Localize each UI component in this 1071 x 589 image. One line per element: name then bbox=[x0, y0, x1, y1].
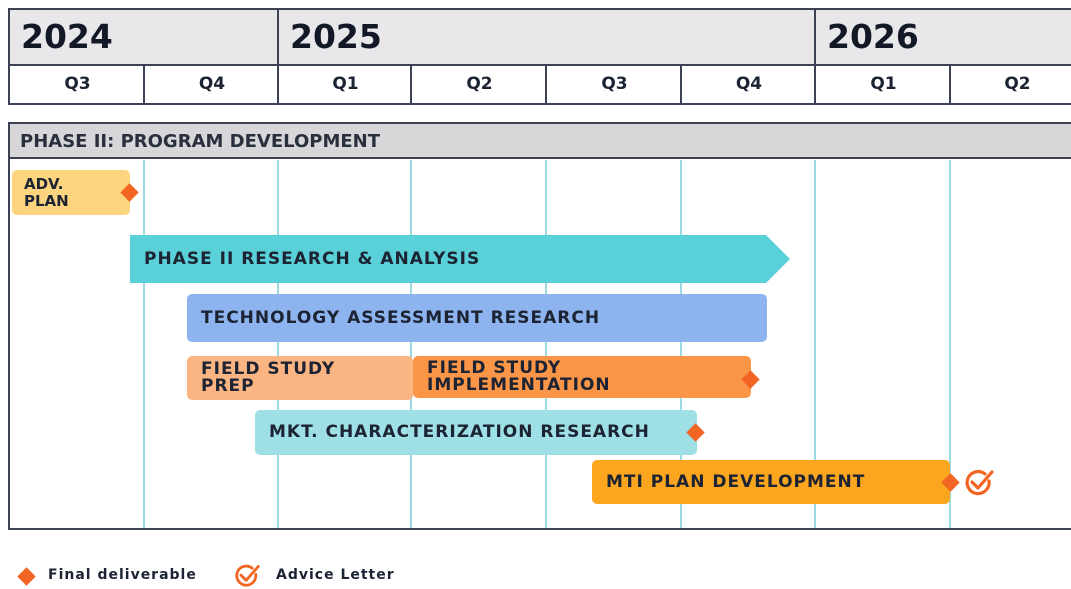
task-label-phase-ii-research: PHASE II RESEARCH & ANALYSIS bbox=[144, 248, 481, 269]
phase-panel bbox=[8, 122, 1071, 530]
task-bar-technology-assessment: TECHNOLOGY ASSESSMENT RESEARCH bbox=[187, 294, 767, 342]
quarter-label: Q1 bbox=[277, 66, 412, 105]
gridline bbox=[410, 160, 412, 528]
legend-final-deliverable: Final deliverable bbox=[48, 567, 197, 583]
year-2026: 2026 bbox=[814, 8, 1071, 66]
legend-advice-letter: Advice Letter bbox=[276, 567, 395, 583]
quarter-label: Q2 bbox=[949, 66, 1071, 105]
gridline bbox=[949, 160, 951, 528]
phase-title: PHASE II: PROGRAM DEVELOPMENT bbox=[10, 124, 1071, 159]
year-2024: 2024 bbox=[8, 8, 279, 66]
final-deliverable-legend-icon bbox=[17, 567, 36, 586]
quarter-label: Q3 bbox=[8, 66, 145, 105]
quarter-label: Q1 bbox=[814, 66, 951, 105]
task-bar-mkt-characterization: MKT. CHARACTERIZATION RESEARCH bbox=[255, 410, 697, 455]
gridline bbox=[277, 160, 279, 528]
task-bar-adv-plan: ADV. PLAN bbox=[12, 170, 130, 215]
advice-letter-legend-icon bbox=[235, 564, 260, 587]
gridline bbox=[814, 160, 816, 528]
task-bar-field-study-prep: FIELD STUDY PREP bbox=[187, 356, 413, 400]
task-bar-mti-plan-development: MTI PLAN DEVELOPMENT bbox=[592, 460, 950, 504]
quarter-label: Q3 bbox=[545, 66, 682, 105]
task-bar-field-study-implementation: FIELD STUDY IMPLEMENTATION bbox=[413, 356, 751, 398]
quarter-label: Q4 bbox=[680, 66, 816, 105]
gridline bbox=[680, 160, 682, 528]
task-bar-phase-ii-research bbox=[130, 235, 790, 283]
year-2025: 2025 bbox=[277, 8, 816, 66]
quarter-label: Q2 bbox=[410, 66, 547, 105]
quarter-label: Q4 bbox=[143, 66, 279, 105]
advice-letter-icon bbox=[965, 469, 994, 496]
gridline bbox=[143, 160, 145, 528]
gridline bbox=[545, 160, 547, 528]
